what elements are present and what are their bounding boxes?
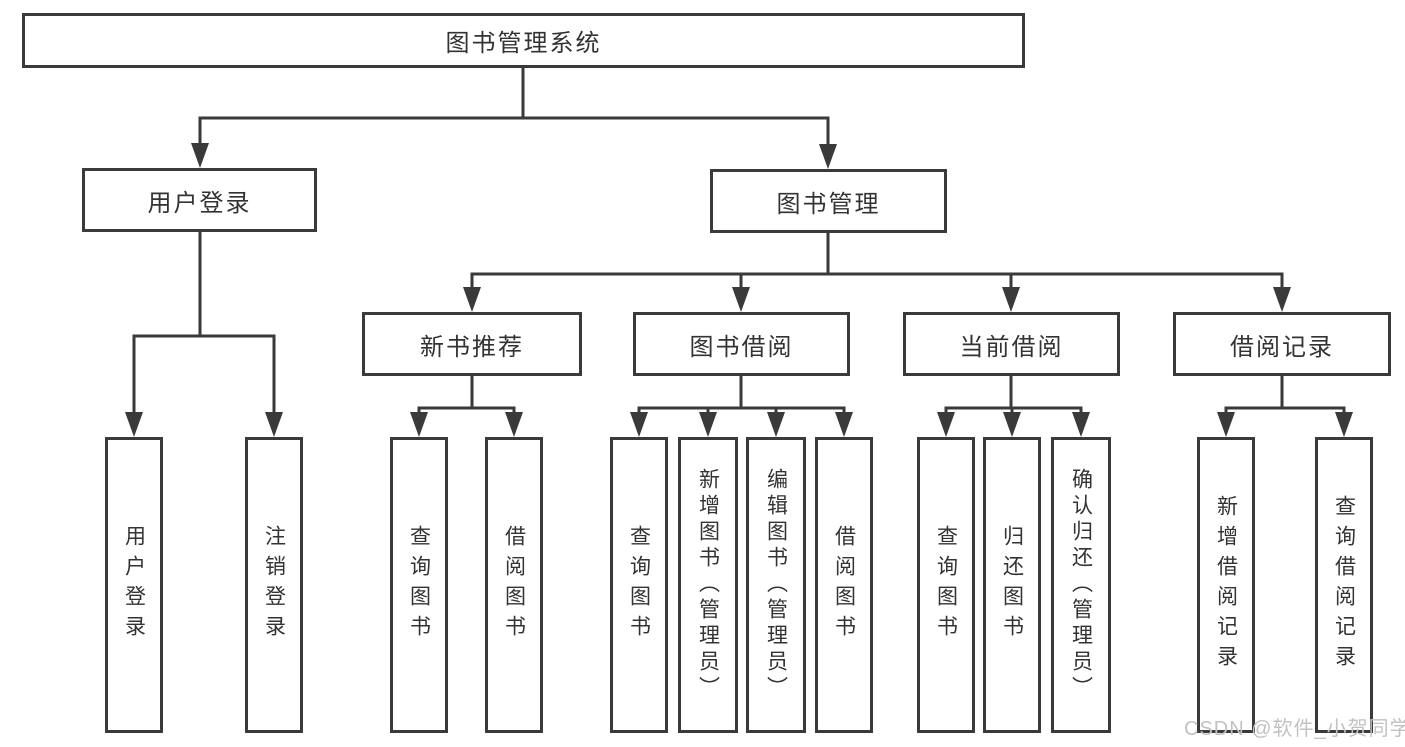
connector-root [191,68,837,169]
node-module-book-borrowing-label: 图书借阅 [689,333,794,361]
node-branch-user-login-label: 用户登录 [147,189,252,217]
csdn-watermark: CSDN @软件_小贺同学 [1184,718,1405,740]
node-fn-borrowing-query-books: 查询图书 [610,437,668,733]
connector-new-book-recommend [410,376,523,437]
node-fn-borrowing-borrow-books: 借阅图书 [815,437,873,733]
node-fn-borrowing-add-books-admin: 新增图书（管理员） [678,437,738,733]
node-fn-recommend-query-books: 查询图书 [390,437,448,733]
node-fn-borrowing-edit-books-admin-label: 编辑图书（管理员） [764,468,788,702]
connector-current-borrowing [937,376,1090,437]
node-fn-current-confirm-return-admin-label: 确认归还（管理员） [1069,468,1093,702]
node-module-book-borrowing: 图书借阅 [633,312,850,376]
node-fn-logout-label: 注销登录 [262,525,286,645]
node-fn-logout: 注销登录 [245,437,303,733]
node-fn-borrowing-add-books-admin-label: 新增图书（管理员） [696,468,720,702]
node-fn-recommend-query-books-label: 查询图书 [407,525,431,645]
node-module-current-borrowing: 当前借阅 [903,312,1120,376]
node-fn-current-query-books: 查询图书 [917,437,975,733]
node-fn-borrowing-query-books-label: 查询图书 [627,525,651,645]
node-fn-recommend-borrow-books: 借阅图书 [485,437,543,733]
connector-book-management [463,233,1291,312]
node-branch-book-management: 图书管理 [710,169,947,233]
node-fn-current-return-books-label: 归还图书 [1000,525,1024,645]
node-module-current-borrowing-label: 当前借阅 [959,333,1064,361]
node-fn-records-query-record-label: 查询借阅记录 [1332,495,1356,675]
node-module-new-book-recommend: 新书推荐 [362,312,582,376]
node-module-borrowing-records: 借阅记录 [1173,312,1391,376]
node-fn-current-return-books: 归还图书 [983,437,1041,733]
node-fn-current-confirm-return-admin: 确认归还（管理员） [1051,437,1111,733]
connector-borrowing-records [1217,376,1353,437]
node-branch-user-login: 用户登录 [82,168,317,232]
node-module-borrowing-records-label: 借阅记录 [1230,333,1334,361]
connector-book-borrowing [630,376,853,437]
node-fn-borrowing-edit-books-admin: 编辑图书（管理员） [746,437,806,733]
node-fn-borrowing-borrow-books-label: 借阅图书 [832,525,856,645]
node-fn-records-query-record: 查询借阅记录 [1315,437,1373,733]
node-module-new-book-recommend-label: 新书推荐 [420,333,524,361]
node-fn-recommend-borrow-books-label: 借阅图书 [502,525,526,645]
connector-user-login [125,232,283,437]
node-root-system: 图书管理系统 [22,13,1025,68]
node-fn-user-login-label: 用户登录 [122,525,146,645]
node-branch-book-management-label: 图书管理 [776,190,881,218]
node-fn-records-add-record: 新增借阅记录 [1197,437,1255,733]
node-fn-records-add-record-label: 新增借阅记录 [1214,495,1238,675]
node-fn-user-login: 用户登录 [105,437,163,733]
node-root-system-label: 图书管理系统 [445,30,602,57]
node-fn-current-query-books-label: 查询图书 [934,525,958,645]
